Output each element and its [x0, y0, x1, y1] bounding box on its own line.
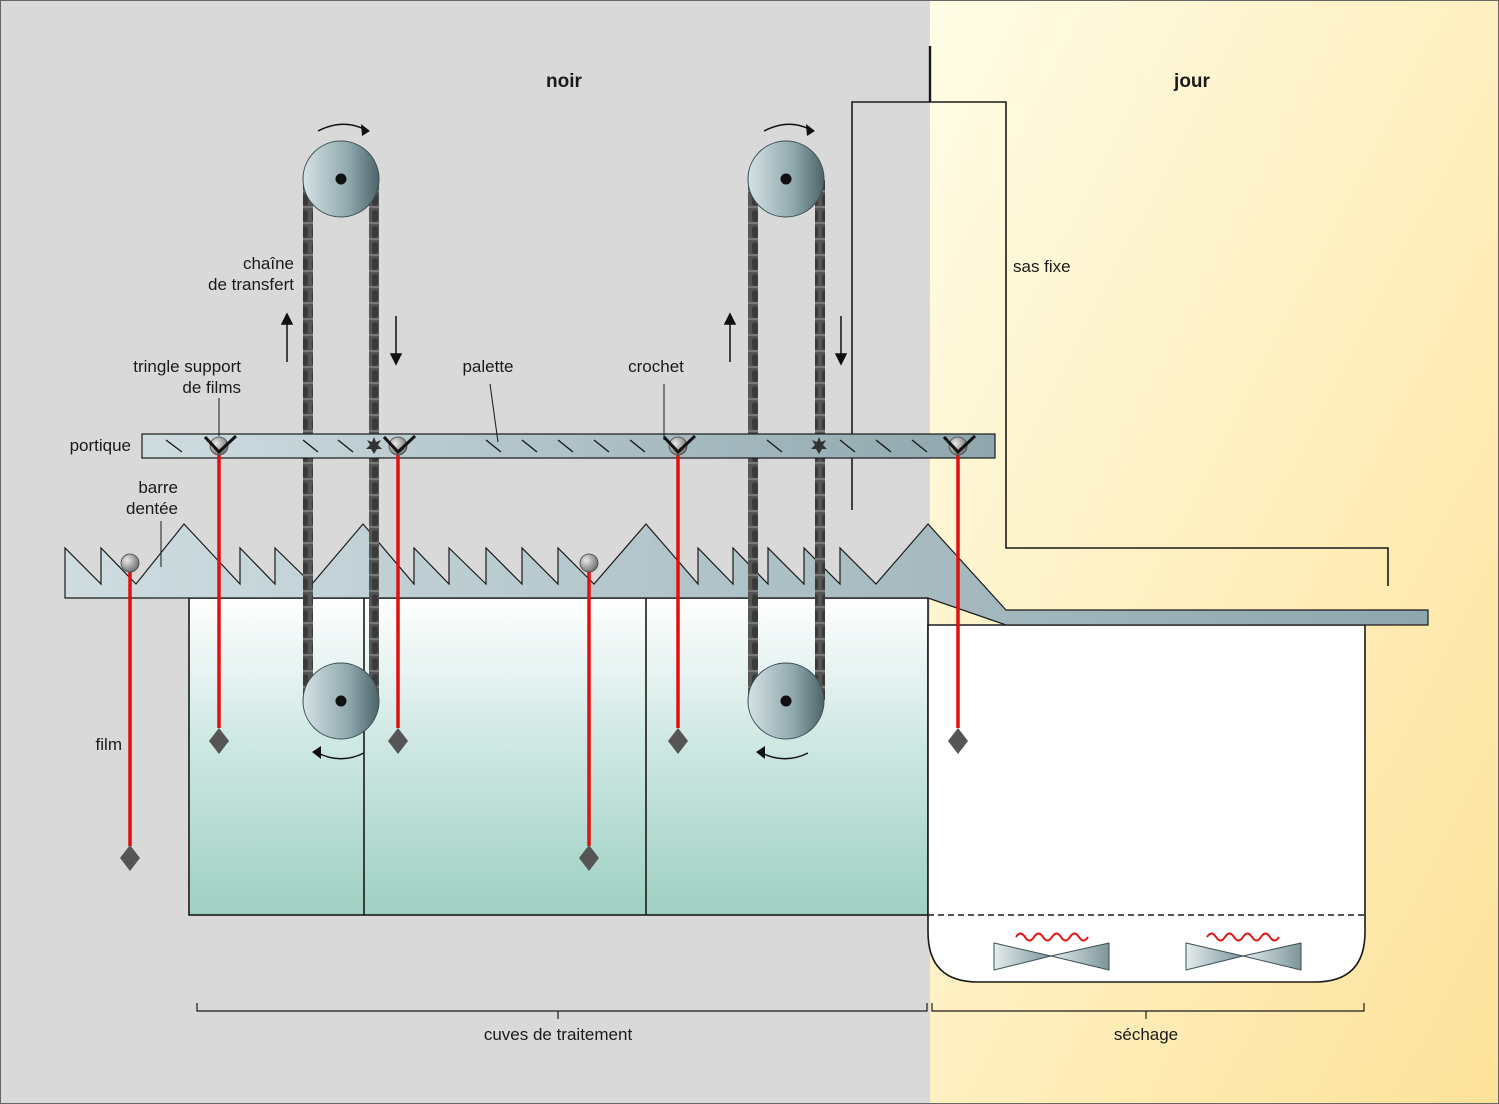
pulley-icon [302, 662, 380, 740]
film-weight-icon [209, 728, 229, 754]
film-on-hook-2 [382, 434, 417, 754]
heater-coil-icon [1206, 932, 1280, 942]
dark-zone-label: noir [546, 71, 582, 92]
chain-label-line2: de transfert [208, 275, 294, 294]
pulley-icon [302, 140, 380, 218]
direction-arrows [280, 312, 848, 366]
chain-sprocket-marks [366, 437, 827, 454]
drying-fan-icon [993, 942, 1110, 971]
drying-label: séchage [1114, 1025, 1178, 1044]
film-weight-icon [579, 845, 599, 871]
drying-fan-icon [1185, 942, 1302, 971]
hook-icon [662, 434, 697, 455]
bar-label-line1: barre [138, 478, 178, 497]
film-on-hook-3 [662, 434, 697, 754]
film-weight-icon [388, 728, 408, 754]
airlock-label: sas fixe [1013, 257, 1071, 276]
leader-lines [160, 383, 665, 567]
hook-label: crochet [628, 357, 684, 376]
chain-label-line1: chaîne [243, 254, 294, 273]
film-on-hook-4 [942, 434, 977, 754]
film-label: film [96, 735, 122, 754]
film-weight-icon [120, 845, 140, 871]
drying-chamber [927, 624, 1366, 983]
gantry-label: portique [70, 436, 131, 455]
tanks-label: cuves de traitement [484, 1025, 633, 1044]
bar-label-line2: dentée [126, 499, 178, 518]
brackets [196, 1003, 1365, 1019]
film-weight-icon [668, 728, 688, 754]
hook-icon [203, 434, 238, 455]
pallet-label: palette [462, 357, 513, 376]
pulley-icon [747, 662, 825, 740]
pulley-icon [747, 140, 825, 218]
toothed-bar [64, 523, 1429, 626]
rod-label-line2: de films [182, 378, 241, 397]
heater-coil-icon [1015, 932, 1089, 942]
film-weight-icon [948, 728, 968, 754]
light-zone-label: jour [1173, 71, 1210, 92]
fixed-airlock [851, 46, 1389, 586]
rod-label-line1: tringle support [133, 357, 241, 376]
pallet-slashes [165, 439, 928, 453]
hook-icon [942, 434, 977, 455]
film-on-bar-2 [579, 553, 599, 871]
hook-icon [382, 434, 417, 455]
gantry-beam [141, 433, 996, 459]
film-on-hook-1 [203, 434, 238, 754]
film-on-bar-1 [120, 553, 140, 871]
